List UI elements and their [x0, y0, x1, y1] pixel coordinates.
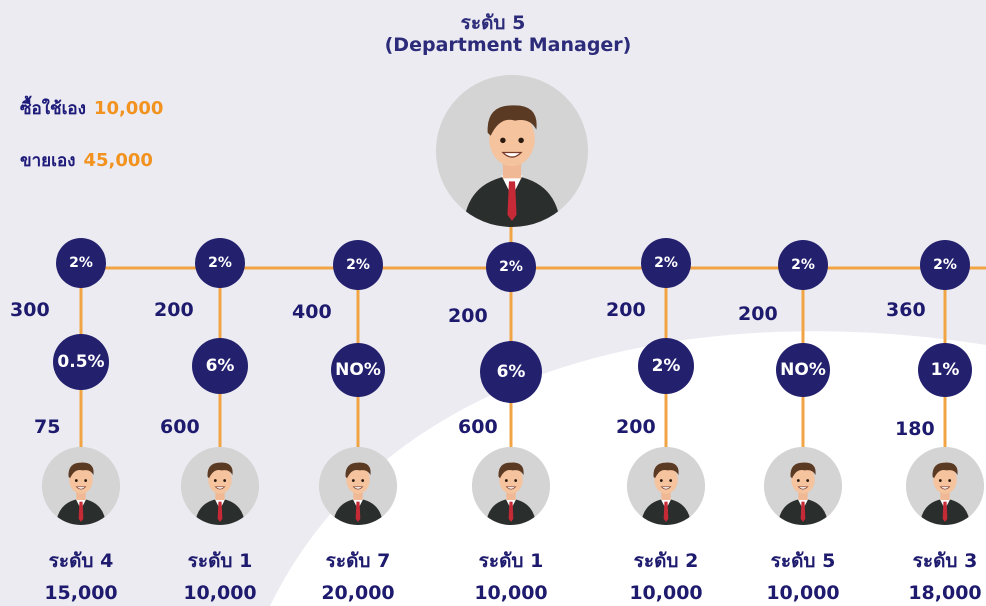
upline-commission-value: 400 [292, 301, 332, 323]
member-level-label: ระดับ 2 [633, 550, 699, 572]
member-avatar [472, 447, 550, 525]
member-sales-amount: 18,000 [908, 582, 982, 604]
member-sales-amount: 20,000 [321, 582, 395, 604]
top-percent-badge: 2% [641, 238, 691, 288]
manager-level-title: ระดับ 5 [460, 12, 526, 34]
manager-role-title: (Department Manager) [384, 34, 632, 56]
member-level-label: ระดับ 3 [912, 550, 978, 572]
member-sales-amount: 15,000 [44, 582, 118, 604]
member-level-label: ระดับ 7 [325, 550, 391, 572]
commission-percent-badge: 1% [918, 343, 972, 397]
upline-commission-value: 200 [738, 303, 778, 325]
member-sales-amount: 10,000 [474, 582, 548, 604]
downline-commission-value: 200 [616, 416, 656, 438]
member-avatar [181, 447, 259, 525]
upline-commission-value: 200 [606, 299, 646, 321]
member-avatar [906, 447, 984, 525]
top-percent-badge: 2% [486, 242, 536, 292]
member-sales-amount: 10,000 [766, 582, 840, 604]
downline-commission-value: 600 [458, 416, 498, 438]
self-use-label: ซื้อใช้เอง [20, 99, 86, 119]
top-percent-badge: 2% [920, 240, 970, 290]
upline-commission-value: 200 [154, 299, 194, 321]
commission-percent-badge: NO% [331, 343, 385, 397]
downline-commission-value: 75 [34, 416, 61, 438]
downline-commission-value: 600 [160, 416, 200, 438]
person-illustration [42, 447, 120, 525]
self-use-stat: ซื้อใช้เอง 10,000 [20, 95, 163, 122]
person-illustration [764, 447, 842, 525]
member-level-label: ระดับ 1 [187, 550, 253, 572]
manager-avatar [436, 75, 588, 227]
self-use-value: 10,000 [93, 98, 164, 119]
person-illustration [181, 447, 259, 525]
member-level-label: ระดับ 4 [48, 550, 114, 572]
person-illustration [436, 75, 588, 227]
commission-percent-badge: 0.5% [53, 334, 109, 390]
person-illustration [906, 447, 984, 525]
self-sell-value: 45,000 [83, 150, 153, 171]
person-illustration [472, 447, 550, 525]
member-avatar [764, 447, 842, 525]
commission-percent-badge: 2% [638, 338, 694, 394]
commission-percent-badge: 6% [192, 338, 248, 394]
downline-commission-value: 180 [895, 418, 935, 440]
top-percent-badge: 2% [56, 238, 106, 288]
member-level-label: ระดับ 5 [770, 550, 836, 572]
member-level-label: ระดับ 1 [478, 550, 544, 572]
commission-percent-badge: NO% [776, 343, 830, 397]
member-sales-amount: 10,000 [183, 582, 257, 604]
upline-commission-value: 200 [448, 305, 488, 327]
background-curve [270, 331, 986, 606]
upline-commission-value: 360 [886, 299, 926, 321]
person-illustration [319, 447, 397, 525]
member-sales-amount: 10,000 [629, 582, 703, 604]
person-illustration [627, 447, 705, 525]
member-avatar [319, 447, 397, 525]
member-avatar [627, 447, 705, 525]
member-avatar [42, 447, 120, 525]
self-sell-label: ขายเอง [20, 151, 76, 171]
top-percent-badge: 2% [333, 240, 383, 290]
self-sell-stat: ขายเอง 45,000 [20, 147, 153, 174]
commission-percent-badge: 6% [480, 341, 542, 403]
upline-commission-value: 300 [10, 299, 50, 321]
top-percent-badge: 2% [195, 238, 245, 288]
top-percent-badge: 2% [778, 240, 828, 290]
